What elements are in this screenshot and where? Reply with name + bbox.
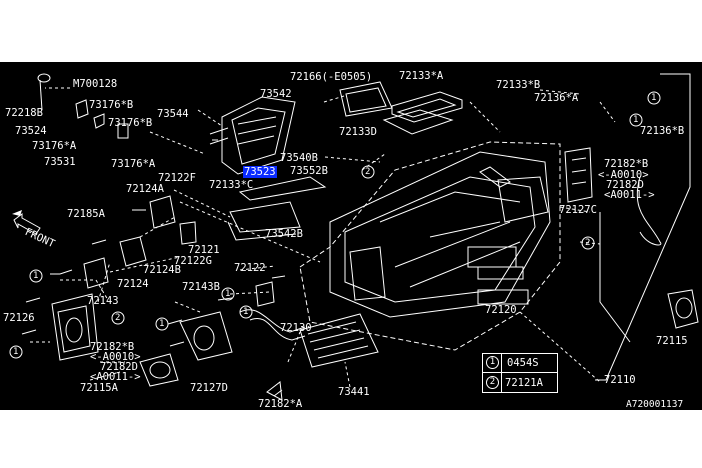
case-outline bbox=[299, 141, 561, 351]
callout-digit-1d: 1 bbox=[159, 319, 165, 329]
callout-digit-1f: 1 bbox=[243, 307, 249, 317]
label-73552b: 73552B bbox=[290, 165, 328, 177]
pipe-72130 bbox=[239, 309, 306, 333]
label-m700128: M700128 bbox=[73, 78, 118, 90]
label-73540b: 73540B bbox=[280, 152, 318, 164]
label-72126: 72126 bbox=[3, 312, 35, 324]
label-72127d: 72127D bbox=[190, 382, 228, 394]
callout-digit-1g: 1 bbox=[225, 289, 231, 299]
label-72143: 72143 bbox=[87, 295, 119, 307]
legend-box: 1 0454S 2 72121A bbox=[482, 353, 558, 393]
callout-digit-2a: 2 bbox=[585, 238, 591, 248]
callout-1-b bbox=[629, 113, 643, 127]
label-73542b: 73542B bbox=[265, 228, 303, 240]
label-72185a: 72185A bbox=[67, 208, 105, 220]
parts-diagram-canvas: M700128 72218B 73524 73176*A 73176*B 731… bbox=[0, 62, 702, 410]
label-a0010-right: <-A0010> bbox=[598, 169, 649, 181]
label-72182d-left: 72182D bbox=[100, 361, 138, 373]
callout-1-c bbox=[29, 269, 43, 283]
label-73531: 73531 bbox=[44, 156, 76, 168]
label-73524: 73524 bbox=[15, 125, 47, 137]
label-73176a-left: 73176*A bbox=[32, 140, 77, 152]
label-72127c: 72127C bbox=[559, 204, 597, 216]
label-72182d-right: 72182D bbox=[606, 179, 644, 191]
seal-72166 bbox=[339, 81, 393, 117]
label-72115a: 72115A bbox=[80, 382, 118, 394]
label-72110: 72110 bbox=[604, 374, 636, 386]
label-73176b-1: 73176*B bbox=[89, 99, 134, 111]
label-72166: 72166(-E0505) bbox=[290, 71, 373, 83]
label-a0011-left: <A0011-> bbox=[90, 371, 141, 383]
label-72122: 72122 bbox=[234, 262, 266, 274]
callout-2-a bbox=[581, 236, 595, 250]
label-72182b-right: 72182*B bbox=[604, 158, 649, 170]
legend-symbol-2: 2 bbox=[486, 376, 499, 389]
hose-72136b bbox=[636, 176, 662, 246]
label-72182a: 72182*A bbox=[258, 398, 303, 410]
callout-1-a bbox=[647, 91, 661, 105]
blower-housing-72126 bbox=[51, 293, 99, 361]
label-72136a: 72136*A bbox=[534, 92, 579, 104]
callout-1-f bbox=[239, 305, 253, 319]
label-72124a: 72124A bbox=[126, 183, 164, 195]
label-a0011-right: <A0011-> bbox=[604, 189, 655, 201]
label-72133a: 72133*A bbox=[399, 70, 444, 82]
callout-2-b bbox=[361, 165, 375, 179]
seal-72133a bbox=[391, 91, 463, 123]
duct-73542b bbox=[229, 201, 301, 233]
label-72120: 72120 bbox=[485, 304, 517, 316]
callout-1-d bbox=[155, 317, 169, 331]
label-73176b-2: 73176*B bbox=[108, 117, 153, 129]
actuator-72127c bbox=[564, 147, 593, 203]
front-arrow bbox=[12, 210, 22, 216]
label-72115: 72115 bbox=[656, 335, 688, 347]
heater-case-body bbox=[329, 151, 551, 318]
label-a0010-left: <-A0010> bbox=[90, 351, 141, 363]
front-arrow-outline bbox=[13, 213, 41, 235]
motor-72115 bbox=[667, 289, 699, 329]
legend-symbol-1: 1 bbox=[486, 356, 499, 369]
label-73441: 73441 bbox=[338, 386, 370, 398]
callout-1-e bbox=[9, 345, 23, 359]
exploded-view-drawing bbox=[9, 73, 699, 401]
label-72124: 72124 bbox=[117, 278, 149, 290]
callout-2-c bbox=[111, 311, 125, 325]
label-72143b: 72143B bbox=[182, 281, 220, 293]
seal-72133d bbox=[382, 109, 454, 135]
heater-case-inner bbox=[344, 176, 536, 303]
label-72218b: 72218B bbox=[5, 107, 43, 119]
label-72124b: 72124B bbox=[143, 264, 181, 276]
motor-72115a bbox=[139, 353, 179, 387]
label-73542: 73542 bbox=[260, 88, 292, 100]
label-72133b: 72133*B bbox=[496, 79, 541, 91]
heater-core bbox=[221, 96, 296, 175]
label-72133c: 72133*C bbox=[209, 179, 254, 191]
callout-digit-2c: 2 bbox=[115, 313, 121, 323]
label-72133d: 72133D bbox=[339, 126, 377, 138]
label-73544: 73544 bbox=[157, 108, 189, 120]
label-72122f: 72122F bbox=[158, 172, 196, 184]
callout-1-g bbox=[221, 287, 235, 301]
legend-part-2: 72121A bbox=[505, 377, 543, 389]
label-73523-highlighted[interactable]: 73523 bbox=[243, 166, 277, 178]
diagram-reference-id: A720001137 bbox=[626, 399, 684, 410]
callout-digit-1b: 1 bbox=[633, 115, 639, 125]
actuator-72127d bbox=[179, 311, 233, 361]
label-72136b: 72136*B bbox=[640, 125, 685, 137]
label-72182b-left: 72182*B bbox=[90, 341, 135, 353]
legend-part-1: 0454S bbox=[507, 357, 539, 369]
evaporator bbox=[299, 313, 379, 368]
callout-digit-1a: 1 bbox=[651, 93, 657, 103]
callout-digit-2b: 2 bbox=[365, 167, 371, 177]
label-73176a-center: 73176*A bbox=[111, 158, 156, 170]
label-72122g: 72122G bbox=[174, 255, 212, 267]
label-72130: 72130 bbox=[280, 322, 312, 334]
label-72121: 72121 bbox=[188, 244, 220, 256]
callout-digit-1c: 1 bbox=[33, 271, 39, 281]
callout-digit-1e: 1 bbox=[13, 347, 19, 357]
